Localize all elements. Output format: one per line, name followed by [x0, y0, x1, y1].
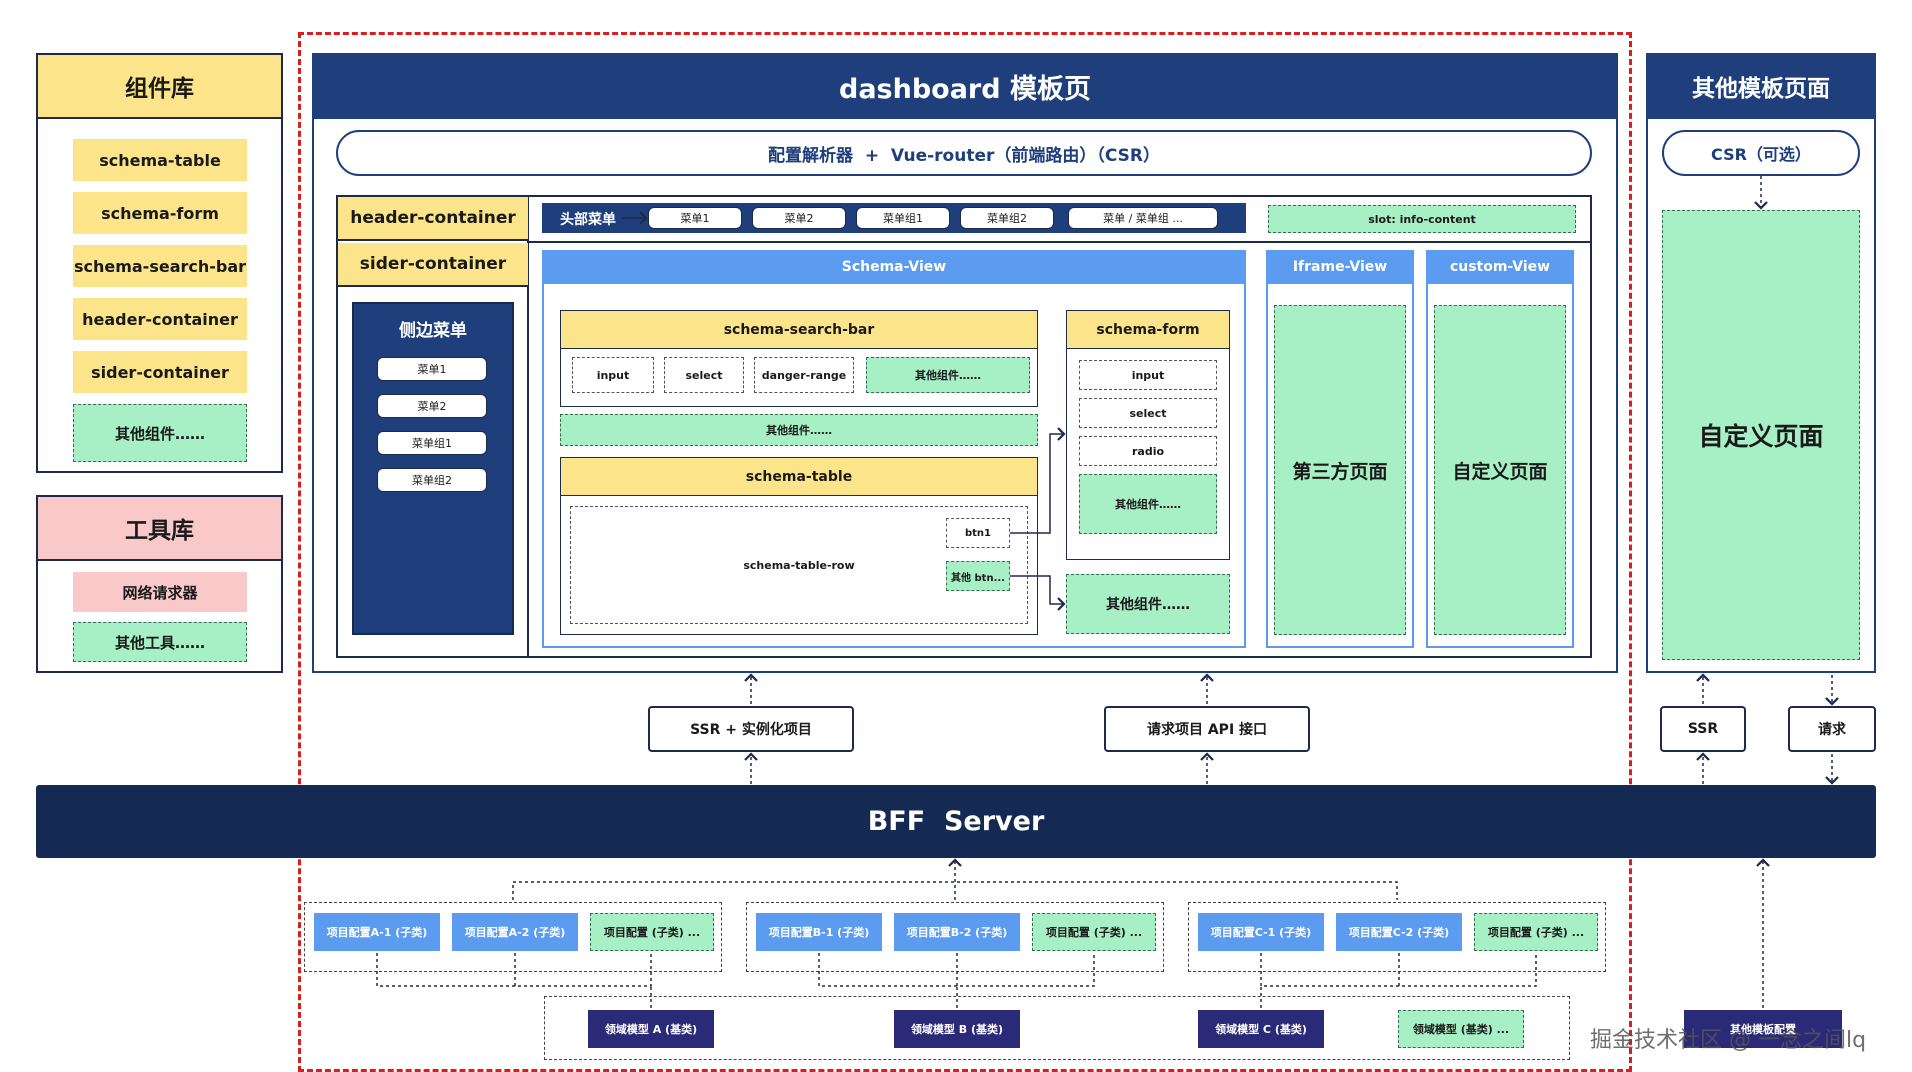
side-menu-item-2[interactable]: 菜单2: [377, 394, 487, 418]
component-item-header-container: header-container: [73, 298, 247, 340]
schema-search-bar-title: schema-search-bar: [561, 311, 1037, 349]
ssr-box: SSR: [1660, 706, 1746, 752]
form-select-field[interactable]: select: [1079, 398, 1217, 428]
project-config-b-more: 项目配置 (子类) ...: [1032, 913, 1156, 951]
domain-model-b: 领域模型 B (基类): [894, 1010, 1020, 1048]
other-template-title: 其他模板页面: [1646, 53, 1876, 119]
domain-model-more: 领域模型 (基类) ...: [1398, 1010, 1524, 1048]
component-item-schema-table: schema-table: [73, 139, 247, 181]
project-config-b1: 项目配置B-1 (子类): [756, 913, 882, 951]
request-box: 请求: [1788, 706, 1876, 752]
domain-model-group: [544, 996, 1570, 1060]
other-custom-page: 自定义页面: [1662, 210, 1860, 660]
layout-left-column: [336, 195, 529, 658]
project-config-c1: 项目配置C-1 (子类): [1198, 913, 1324, 951]
header-row-divider: [529, 241, 1591, 243]
top-menu-item-1[interactable]: 菜单1: [648, 207, 742, 229]
component-item-sider-container: sider-container: [73, 351, 247, 393]
side-menu-group-1[interactable]: 菜单组1: [377, 431, 487, 455]
table-btn1[interactable]: btn1: [946, 518, 1010, 548]
tool-item-other: 其他工具……: [73, 622, 247, 662]
schema-view-title: Schema-View: [542, 250, 1246, 284]
layout-frame: [336, 195, 1592, 658]
dashboard-scope-boundary: [298, 32, 1632, 1072]
search-other-components: 其他组件……: [866, 357, 1030, 393]
tool-item-network-requester: 网络请求器: [73, 572, 247, 612]
project-config-c2: 项目配置C-2 (子类): [1336, 913, 1462, 951]
top-menu-item-2[interactable]: 菜单2: [752, 207, 846, 229]
project-config-c-more: 项目配置 (子类) ...: [1474, 913, 1598, 951]
dashboard-title: dashboard 模板页: [312, 53, 1618, 119]
component-library-title: 组件库: [36, 53, 283, 119]
custom-page: 自定义页面: [1434, 305, 1566, 635]
project-config-b2: 项目配置B-2 (子类): [894, 913, 1020, 951]
component-item-schema-form: schema-form: [73, 192, 247, 234]
top-menu-more[interactable]: 菜单 / 菜单组 ...: [1068, 207, 1218, 229]
top-menu-group-2[interactable]: 菜单组2: [960, 207, 1054, 229]
domain-model-a: 领域模型 A (基类): [588, 1010, 714, 1048]
project-config-a-more: 项目配置 (子类) ...: [590, 913, 714, 951]
parser-router-bar: 配置解析器 + Vue-router（前端路由）（CSR）: [336, 130, 1592, 176]
other-components-box: 其他组件……: [1066, 574, 1230, 634]
csr-optional-pill: CSR（可选）: [1662, 130, 1860, 176]
schema-table-row-label: schema-table-row: [743, 558, 855, 572]
tool-library-title: 工具库: [36, 495, 283, 561]
form-input-field[interactable]: input: [1079, 360, 1217, 390]
ssr-instantiate-box: SSR + 实例化项目: [648, 706, 854, 752]
other-template-config: 其他模板配置: [1684, 1010, 1842, 1048]
form-other-components: 其他组件……: [1079, 474, 1217, 534]
header-container-label: header-container: [338, 197, 528, 241]
side-menu-title: 侧边菜单: [399, 321, 467, 341]
schema-table-title: schema-table: [561, 458, 1037, 496]
request-api-box: 请求项目 API 接口: [1104, 706, 1310, 752]
top-menu-label: 头部菜单: [560, 212, 616, 228]
iframe-view-title: Iframe-View: [1266, 250, 1414, 284]
schema-search-bar-panel: [560, 310, 1038, 407]
schema-form-title: schema-form: [1067, 311, 1229, 349]
sider-container-label: sider-container: [338, 243, 528, 287]
third-party-page: 第三方页面: [1274, 305, 1406, 635]
component-item-other: 其他组件……: [73, 404, 247, 462]
search-input-field[interactable]: input: [572, 357, 654, 393]
component-item-schema-search-bar: schema-search-bar: [73, 245, 247, 287]
search-select-field[interactable]: select: [664, 357, 744, 393]
search-danger-range-field[interactable]: danger-range: [754, 357, 854, 393]
form-radio-field[interactable]: radio: [1079, 436, 1217, 466]
side-menu-group-2[interactable]: 菜单组2: [377, 468, 487, 492]
domain-model-c: 领域模型 C (基类): [1198, 1010, 1324, 1048]
slot-info-content: slot: info-content: [1268, 205, 1576, 233]
bff-server-bar: BFF Server: [36, 785, 1876, 858]
table-other-btn[interactable]: 其他 btn...: [946, 561, 1010, 591]
schema-form-panel: [1066, 310, 1230, 560]
custom-view-title: custom-View: [1426, 250, 1574, 284]
project-config-a2: 项目配置A-2 (子类): [452, 913, 578, 951]
project-config-a1: 项目配置A-1 (子类): [314, 913, 440, 951]
top-menu-group-1[interactable]: 菜单组1: [856, 207, 950, 229]
other-components-row: 其他组件……: [560, 414, 1038, 446]
schema-table-panel: [560, 457, 1038, 635]
side-menu-item-1[interactable]: 菜单1: [377, 357, 487, 381]
watermark: 掘金技术社区 @ 一念之间lq: [1590, 1028, 1867, 1053]
